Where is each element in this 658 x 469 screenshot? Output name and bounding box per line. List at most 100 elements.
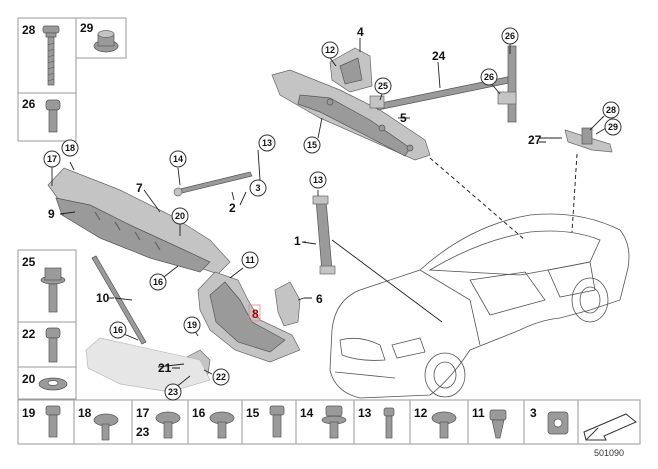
svg-text:15: 15 [307, 140, 317, 150]
image-number: 501090 [594, 448, 624, 458]
part-10-rod [91, 255, 147, 345]
callout-15: 15 [303, 136, 321, 154]
svg-text:13: 13 [262, 138, 272, 148]
nut-29-icon [93, 30, 119, 53]
cell-label-11: 11 [472, 406, 485, 420]
svg-text:20: 20 [175, 211, 185, 221]
cell-13[interactable] [353, 399, 411, 445]
callout-13-upper: 13 [258, 134, 276, 152]
cell-label-16: 16 [192, 406, 206, 420]
callout-23: 23 [164, 383, 182, 401]
callout-3: 3 [249, 179, 267, 197]
svg-text:19: 19 [187, 320, 197, 330]
clip-11-icon [489, 409, 507, 439]
callout-labels: 1 2 4 5 6 7 8 9 10 21 24 27 [48, 25, 546, 375]
bolt-19-icon [45, 405, 61, 438]
car-outline [329, 213, 630, 399]
cell-label-29: 29 [80, 21, 94, 35]
callout-27: 27 [528, 133, 542, 147]
svg-text:22: 22 [216, 372, 226, 382]
part-1-strut [312, 195, 336, 275]
callout-19: 19 [183, 316, 201, 334]
bumper-carrier [85, 337, 211, 393]
part-4-bracket [329, 47, 373, 93]
leader-lines [51, 38, 607, 389]
cell-label-28: 28 [22, 23, 36, 37]
callout-24: 24 [432, 49, 446, 63]
callout-13-lower: 13 [309, 171, 327, 189]
callout-26-lower: 26 [480, 68, 498, 86]
svg-text:26: 26 [484, 72, 494, 82]
cell-label-26: 26 [22, 97, 36, 111]
bolt-14-icon [321, 405, 347, 439]
callout-22: 22 [212, 368, 230, 386]
bolt-26-icon [45, 99, 61, 133]
callout-25: 25 [374, 77, 392, 95]
callout-20: 20 [171, 207, 189, 225]
screw-12-icon [431, 411, 457, 439]
callout-12: 12 [321, 41, 339, 59]
svg-text:17: 17 [47, 154, 57, 164]
callout-10: 10 [96, 291, 110, 305]
cell-label-17: 17 [136, 406, 150, 420]
svg-text:13: 13 [313, 175, 323, 185]
screw-18-icon [93, 413, 119, 441]
cell-label-14: 14 [300, 406, 314, 420]
callout-5: 5 [400, 111, 407, 125]
cell-label-20: 20 [22, 372, 36, 386]
svg-text:25: 25 [378, 81, 388, 91]
callout-14: 14 [169, 150, 187, 168]
svg-text:28: 28 [606, 105, 616, 115]
cell-label-23: 23 [136, 425, 150, 439]
svg-text:26: 26 [505, 31, 515, 41]
cell-label-3: 3 [530, 406, 537, 420]
svg-text:29: 29 [608, 122, 618, 132]
callout-8: 8 [252, 307, 259, 321]
bolt-15-icon [269, 405, 285, 438]
cell-label-15: 15 [246, 406, 260, 420]
callout-28: 28 [602, 101, 620, 119]
callout-21: 21 [158, 361, 172, 375]
bolt-22-icon [45, 327, 61, 363]
part-5-carrier [271, 69, 431, 161]
part-6-bracket [274, 281, 301, 327]
cell-15[interactable] [241, 399, 297, 445]
callout-16-upper: 16 [149, 273, 167, 291]
svg-text:16: 16 [113, 325, 123, 335]
svg-text:14: 14 [173, 154, 183, 164]
part-27-bracket [564, 127, 613, 153]
callout-17: 17 [43, 150, 61, 168]
callout-26-upper: 26 [501, 27, 519, 45]
cell-label-18: 18 [78, 406, 92, 420]
bottom-fastener-strip: 19 18 17 23 16 15 14 13 12 11 3 [17, 399, 641, 458]
cell-label-22: 22 [22, 327, 36, 341]
screw-17-icon [155, 411, 181, 439]
svg-text:11: 11 [245, 255, 255, 265]
washer-20-icon [38, 377, 68, 391]
cell-25[interactable] [17, 249, 77, 323]
screw-16-icon [209, 411, 235, 439]
svg-text:23: 23 [168, 387, 178, 397]
clip-nut-3-icon [547, 411, 569, 435]
part-2-rod [173, 171, 253, 197]
callout-29: 29 [604, 118, 622, 136]
direction-arrow-icon [583, 413, 637, 441]
svg-text:16: 16 [153, 277, 163, 287]
side-fastener-grid: 28 29 26 25 22 20 [17, 17, 127, 400]
svg-text:12: 12 [325, 45, 335, 55]
callout-4: 4 [357, 25, 364, 39]
part-8-highlight [248, 304, 261, 322]
circled-callouts: 3 11 12 13 13 14 15 16 16 17 18 19 20 22… [43, 27, 622, 401]
cell-label-12: 12 [414, 406, 428, 420]
callout-7: 7 [136, 181, 143, 195]
callout-18: 18 [61, 139, 79, 157]
svg-text:18: 18 [65, 143, 75, 153]
callout-2: 2 [229, 201, 236, 215]
callout-16-lower: 16 [109, 321, 127, 339]
cell-label-19: 19 [22, 406, 36, 420]
bolt-13-icon [383, 407, 395, 439]
bolt-25-icon [40, 267, 66, 313]
callout-6: 6 [316, 292, 323, 306]
callout-9: 9 [48, 207, 55, 221]
